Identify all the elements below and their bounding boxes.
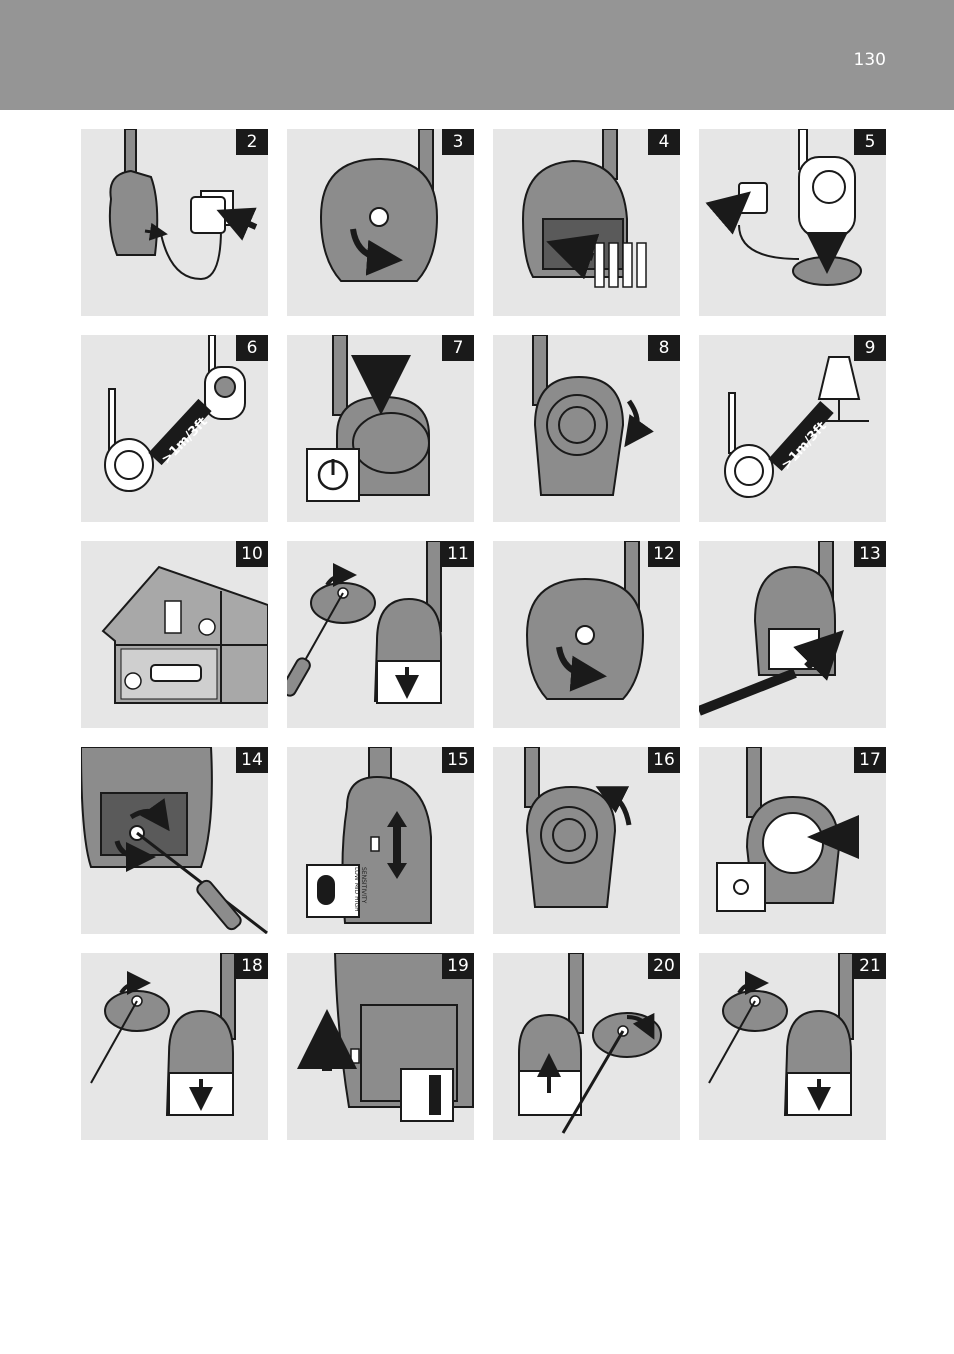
- step-number: 2: [236, 129, 268, 155]
- step-panel-17: 17: [699, 747, 886, 934]
- step-number: 9: [854, 335, 886, 361]
- step-panel-19: 19: [287, 953, 474, 1140]
- step-panel-18: 18: [81, 953, 268, 1140]
- step-panel-12: 12: [493, 541, 680, 728]
- step-number: 6: [236, 335, 268, 361]
- page-number: 130: [853, 50, 886, 70]
- step-number: 3: [442, 129, 474, 155]
- step-number: 15: [442, 747, 474, 773]
- step-panel-2: 2: [81, 129, 268, 316]
- step-panel-11: 11: [287, 541, 474, 728]
- step-panel-14: 14: [81, 747, 268, 934]
- step-number: 21: [854, 953, 886, 979]
- step-number: 19: [442, 953, 474, 979]
- step-number: 20: [648, 953, 680, 979]
- sensitivity-title: SENSITIVITY: [360, 867, 367, 904]
- step-panel-4: 4: [493, 129, 680, 316]
- refit-belt-clip-illustration: [518, 953, 662, 1134]
- step-panel-21: 21: [699, 953, 886, 1140]
- step-number: 16: [648, 747, 680, 773]
- insert-batteries-illustration: [521, 129, 647, 288]
- sensitivity-levels: LOW MID HIGH: [353, 867, 360, 912]
- step-panel-8: 8: [493, 335, 680, 522]
- night-light-illustration: [716, 747, 859, 912]
- remove-clip-screw-illustration: [287, 541, 442, 704]
- volume-up-illustration: [524, 747, 632, 908]
- step-panel-16: 16: [493, 747, 680, 934]
- step-panel-3: 3: [287, 129, 474, 316]
- plug-adapter-illustration: [108, 129, 258, 281]
- remove-battery-pack-illustration: [699, 541, 844, 716]
- sensitivity-switch-illustration: [306, 747, 432, 924]
- volume-down-illustration: [532, 335, 654, 496]
- step-number: 14: [236, 747, 268, 773]
- step-number: 18: [236, 953, 268, 979]
- battery-cover-screwdriver-illustration: [81, 747, 268, 934]
- remove-belt-clip-illustration: [90, 953, 236, 1116]
- house-illustration: [101, 565, 268, 704]
- lamp-distance-illustration: [724, 356, 869, 498]
- unscrew-cover-illustration: [525, 541, 645, 700]
- step-number: 10: [236, 541, 268, 567]
- page-header: 130: [0, 0, 954, 110]
- alarm-switch-illustration: [297, 953, 474, 1122]
- step-panel-20: 20: [493, 953, 680, 1140]
- step-number: 13: [854, 541, 886, 567]
- step-number: 11: [442, 541, 474, 567]
- step-panel-9: >1m/3ft 9: [699, 335, 886, 522]
- step-number: 12: [648, 541, 680, 567]
- unscrew-cover-illustration: [319, 129, 439, 282]
- step-number: 5: [854, 129, 886, 155]
- step-panel-13: 13: [699, 541, 886, 728]
- step-panel-7: 7: [287, 335, 474, 522]
- step-panel-6: >1m/3ft 6: [81, 335, 268, 522]
- step-panel-10: 10: [81, 541, 268, 728]
- step-panel-5: 5: [699, 129, 886, 316]
- charger-illustration: [705, 129, 862, 286]
- step-number: 17: [854, 747, 886, 773]
- step-number: 4: [648, 129, 680, 155]
- step-number: 8: [648, 335, 680, 361]
- remove-belt-clip-illustration: [708, 953, 854, 1116]
- step-number: 7: [442, 335, 474, 361]
- power-on-illustration: [306, 335, 430, 502]
- distance-illustration: [104, 335, 246, 492]
